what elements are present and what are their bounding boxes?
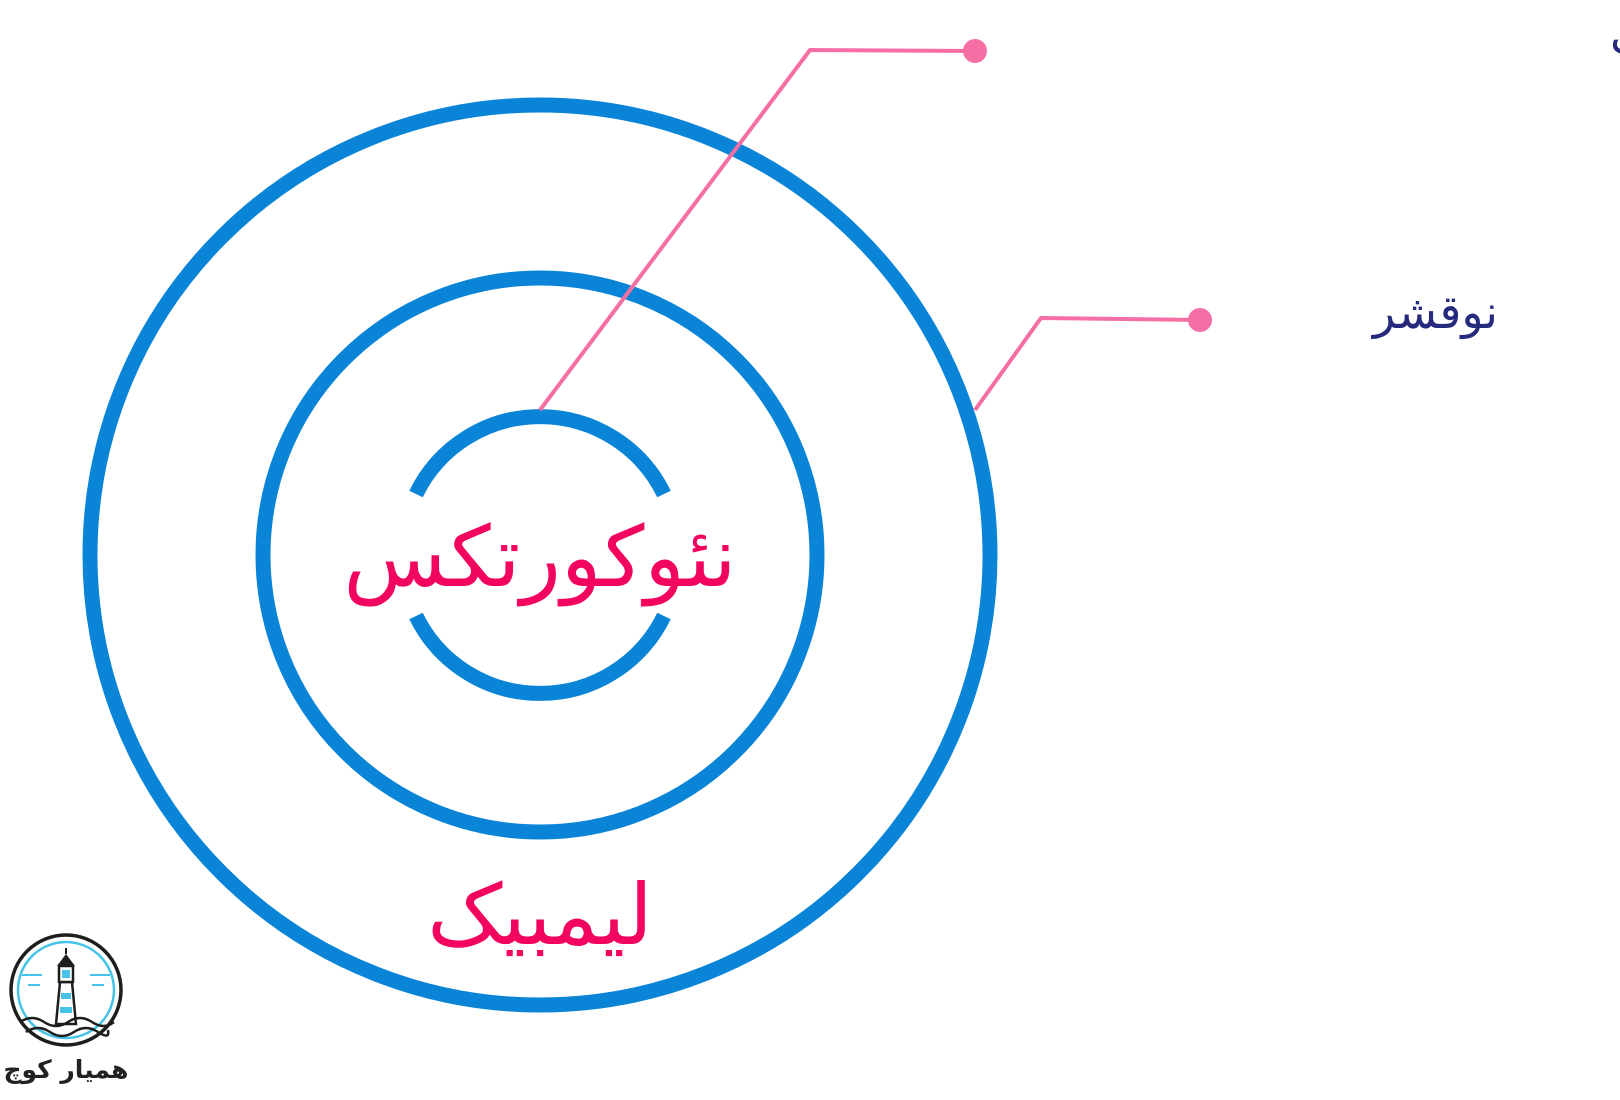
top-callout-connector — [538, 47, 976, 412]
logo-text: همیار کوچ — [3, 1055, 128, 1085]
right-callout-connector — [973, 315, 1201, 412]
inner-ring-bottom-arc — [409, 612, 671, 701]
top-callout-label: سامانه‌های عصبی احساسی — [1610, 5, 1620, 59]
inner-region-label: نئوکورتکس — [344, 508, 737, 607]
inner-ring-top-arc — [409, 409, 671, 498]
middle-ring — [255, 270, 825, 840]
top-callout-dot — [963, 39, 987, 63]
brand-logo: همیار کوچ — [3, 933, 129, 1085]
lighthouse-icon — [9, 933, 123, 1047]
outer-ring — [82, 97, 998, 1013]
outer-region-label: لیمبیک — [427, 866, 652, 964]
right-callout-dot — [1188, 308, 1212, 332]
right-callout-label: نوقشر — [1371, 285, 1498, 340]
